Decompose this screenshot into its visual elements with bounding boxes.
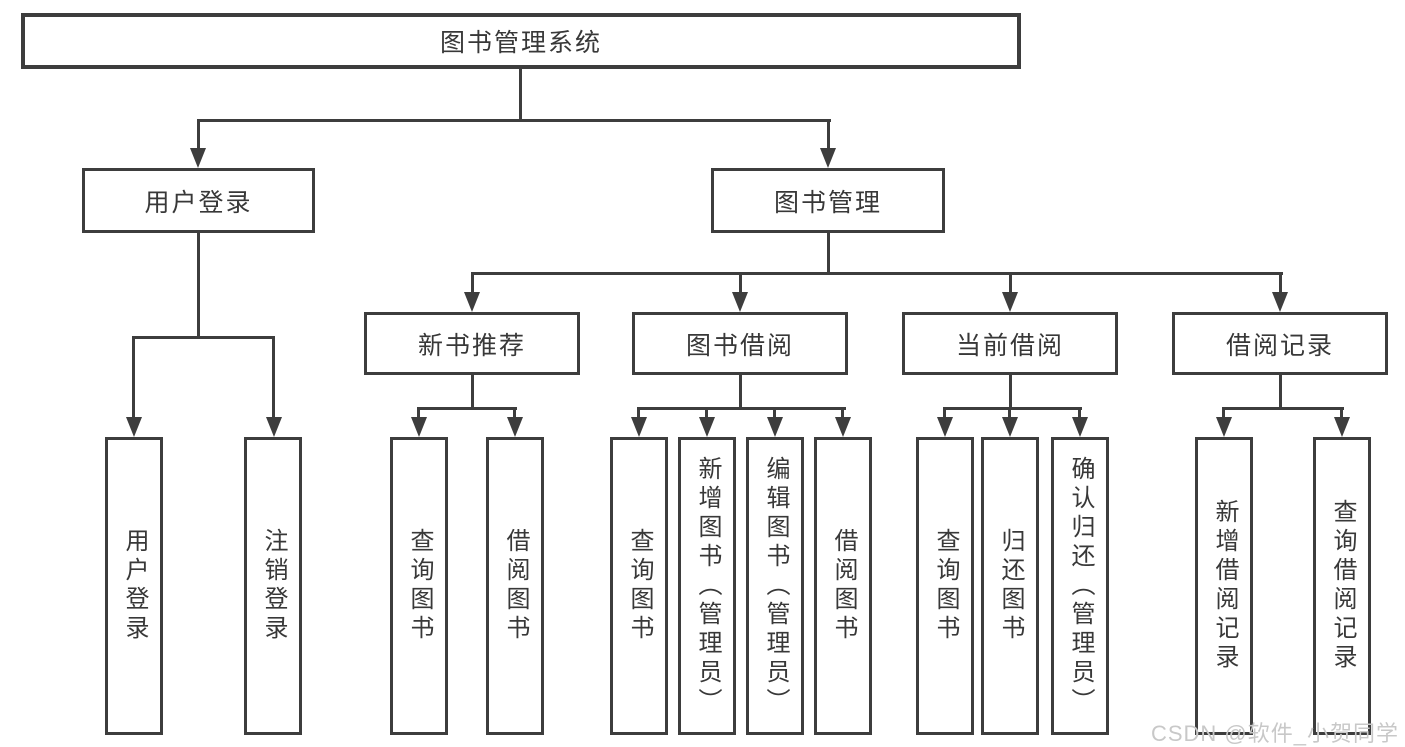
connector-book-management-stem [827, 233, 830, 275]
connector-to-leaf [705, 407, 708, 422]
node-new-book-recommend: 新书推荐 [364, 312, 580, 375]
node-label: 编辑图书（管理员） [762, 455, 789, 717]
node-label: 图书管理系统 [439, 29, 602, 57]
connector-stem [739, 375, 742, 410]
connector-to-borrow-records [1279, 272, 1282, 296]
node-label: 新增借阅记录 [1211, 499, 1238, 673]
node-label: 新书推荐 [417, 331, 526, 360]
node-book-borrow: 图书借阅 [632, 312, 848, 375]
connector-to-leaf [272, 336, 275, 421]
node-label: 借阅图书 [830, 528, 857, 644]
node-current-borrow: 当前借阅 [902, 312, 1118, 375]
connector-stem [471, 375, 474, 410]
node-leaf-query-borrow-record: 查询借阅记录 [1313, 437, 1371, 735]
arrowhead [1072, 417, 1088, 437]
node-leaf-return-books: 归还图书 [981, 437, 1039, 735]
node-label: 图书管理 [773, 188, 882, 217]
node-label: 查询借阅记录 [1329, 499, 1356, 673]
node-label: 查询图书 [932, 528, 959, 644]
node-leaf-user-login: 用户登录 [105, 437, 163, 735]
connector-to-leaf [773, 407, 776, 422]
connector-to-leaf [513, 407, 516, 422]
node-label: 归还图书 [997, 528, 1024, 644]
connector-to-leaf [1008, 407, 1011, 422]
arrowhead [820, 148, 836, 168]
connector-split [943, 407, 1082, 410]
arrowhead [126, 417, 142, 437]
connector-split [1222, 407, 1344, 410]
node-leaf-borrow-books: 借阅图书 [814, 437, 872, 735]
arrowhead [732, 292, 748, 312]
connector-to-leaf [132, 336, 135, 421]
arrowhead [1002, 417, 1018, 437]
connector-root-split [197, 119, 831, 122]
node-leaf-confirm-return-admin: 确认归还（管理员） [1051, 437, 1109, 735]
connector-to-user-login [197, 119, 200, 151]
connector-stem [1009, 375, 1012, 410]
connector-to-book-borrow [739, 272, 742, 296]
connector-book-management-split [471, 272, 1283, 275]
node-label: 确认归还（管理员） [1067, 455, 1094, 717]
node-library-management-system: 图书管理系统 [21, 13, 1021, 69]
arrowhead [767, 417, 783, 437]
connector-to-leaf [1078, 407, 1081, 422]
arrowhead [1002, 292, 1018, 312]
node-leaf-edit-books-admin: 编辑图书（管理员） [746, 437, 804, 735]
node-leaf-borrow-books-recommend: 借阅图书 [486, 437, 544, 735]
node-label: 图书借阅 [685, 331, 794, 360]
node-label: 用户登录 [121, 528, 148, 644]
node-leaf-query-books-current: 查询图书 [916, 437, 974, 735]
node-label: 注销登录 [260, 528, 287, 644]
connector-to-current-borrow [1009, 272, 1012, 296]
arrowhead [835, 417, 851, 437]
connector-to-leaf [841, 407, 844, 422]
connector-user-login-split [132, 336, 275, 339]
node-leaf-add-borrow-record: 新增借阅记录 [1195, 437, 1253, 735]
arrowhead [1334, 417, 1350, 437]
connector-to-leaf [637, 407, 640, 422]
connector-to-leaf [417, 407, 420, 422]
node-borrow-records: 借阅记录 [1172, 312, 1388, 375]
node-leaf-query-books-borrow: 查询图书 [610, 437, 668, 735]
connector-to-book-management [827, 119, 830, 151]
node-leaf-logout: 注销登录 [244, 437, 302, 735]
arrowhead [1272, 292, 1288, 312]
connector-root-stem [519, 69, 522, 122]
connector-to-leaf [943, 407, 946, 422]
node-leaf-add-books-admin: 新增图书（管理员） [678, 437, 736, 735]
connector-split [637, 407, 846, 410]
node-book-management: 图书管理 [711, 168, 945, 233]
node-label: 借阅图书 [502, 528, 529, 644]
arrowhead [699, 417, 715, 437]
arrowhead [190, 148, 206, 168]
node-label: 新增图书（管理员） [694, 455, 721, 717]
arrowhead [464, 292, 480, 312]
connector-to-leaf [1340, 407, 1343, 422]
arrowhead [631, 417, 647, 437]
arrowhead [411, 417, 427, 437]
arrowhead [507, 417, 523, 437]
node-label: 当前借阅 [955, 331, 1064, 360]
node-leaf-query-books-recommend: 查询图书 [390, 437, 448, 735]
connector-split [417, 407, 517, 410]
csdn-watermark: CSDN @软件_小贺同学 [1150, 721, 1399, 746]
node-label: 用户登录 [144, 188, 253, 217]
arrowhead [937, 417, 953, 437]
connector-to-new-book-recommend [471, 272, 474, 296]
node-user-login: 用户登录 [82, 168, 315, 233]
connector-stem [1279, 375, 1282, 410]
node-label: 查询图书 [406, 528, 433, 644]
arrowhead [1216, 417, 1232, 437]
connector-user-login-stem [197, 233, 200, 339]
arrowhead [266, 417, 282, 437]
connector-to-leaf [1222, 407, 1225, 422]
node-label: 借阅记录 [1225, 331, 1334, 360]
node-label: 查询图书 [626, 528, 653, 644]
